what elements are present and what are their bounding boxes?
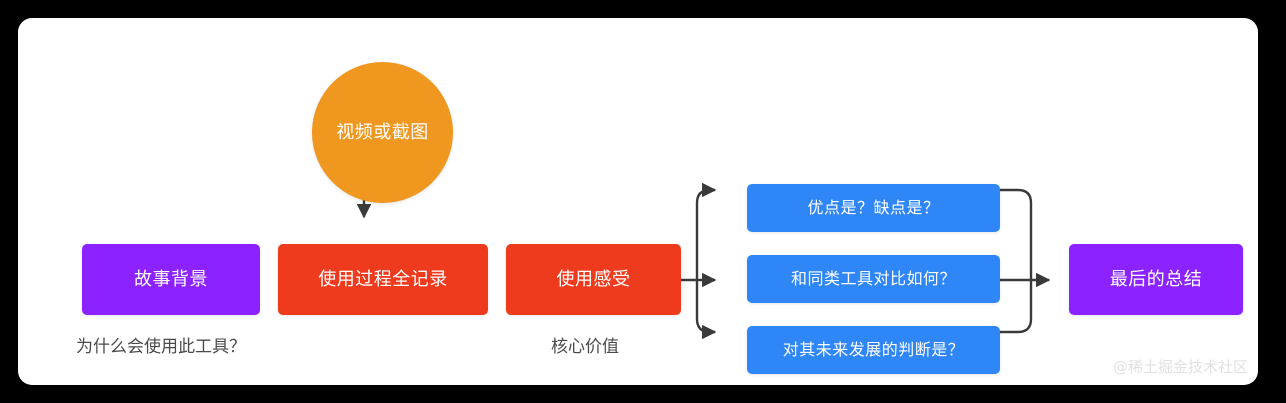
watermark-label: @稀土掘金技术社区	[1112, 358, 1248, 376]
connector-layer	[356, 182, 1051, 340]
node-usage-feeling[interactable]: 使用感受	[506, 244, 681, 315]
node-final-summary[interactable]: 最后的总结	[1069, 244, 1243, 315]
caption-why-use-tool: 为什么会使用此工具？	[76, 337, 246, 357]
node-branch-future-judgement[interactable]: 对其未来发展的判断是？	[747, 326, 1000, 374]
node-branch-comparison[interactable]: 和同类工具对比如何？	[747, 255, 1000, 303]
caption-core-value: 核心价值	[551, 337, 619, 357]
node-story-background[interactable]: 故事背景	[82, 244, 260, 315]
node-full-usage-record[interactable]: 使用过程全记录	[278, 244, 488, 315]
node-video-or-screenshot[interactable]: 视频或截图	[312, 62, 453, 203]
node-branch-pros-cons[interactable]: 优点是？缺点是？	[747, 184, 1000, 232]
flowchart-card: 视频或截图 故事背景 使用过程全记录 使用感受 优点是？缺点是？ 和同类工具对比…	[18, 18, 1258, 385]
